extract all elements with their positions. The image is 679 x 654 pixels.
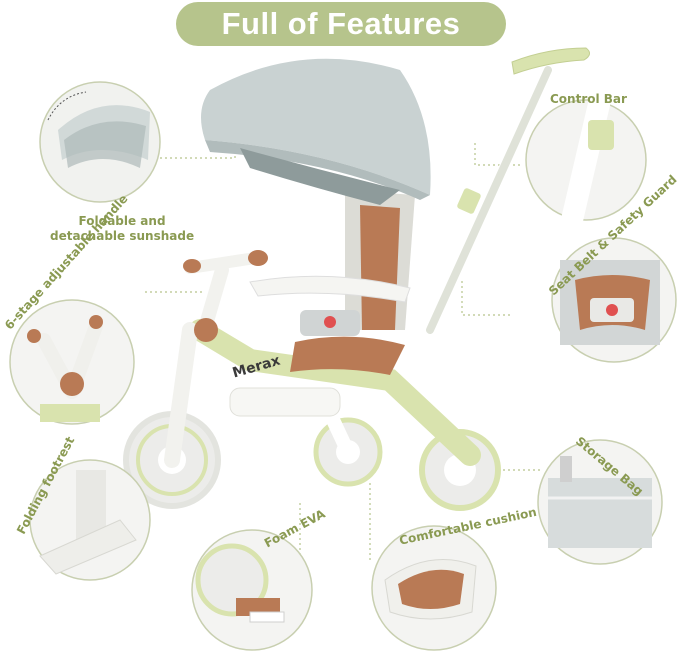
canopy: [201, 58, 431, 205]
frame: [164, 319, 481, 468]
footrest-inset: [29, 459, 151, 581]
control-bar-inset: [525, 89, 647, 231]
title-banner: Full of Features: [176, 2, 506, 46]
cushion-inset: [371, 525, 497, 651]
control-bar: [425, 47, 590, 335]
foam-eva-inset: [191, 529, 313, 651]
page-title: Full of Features: [221, 6, 461, 41]
label-sunshade: Foldable and detachable sunshade: [50, 214, 195, 243]
storage-bag-inset: [537, 439, 663, 565]
handle-inset: [9, 299, 135, 425]
front-handlebar: [183, 250, 268, 342]
seat-belt-inset: [551, 237, 677, 363]
seat: [249, 190, 415, 375]
sunshade-inset: [39, 81, 161, 203]
label-control-bar: Control Bar: [550, 92, 627, 106]
